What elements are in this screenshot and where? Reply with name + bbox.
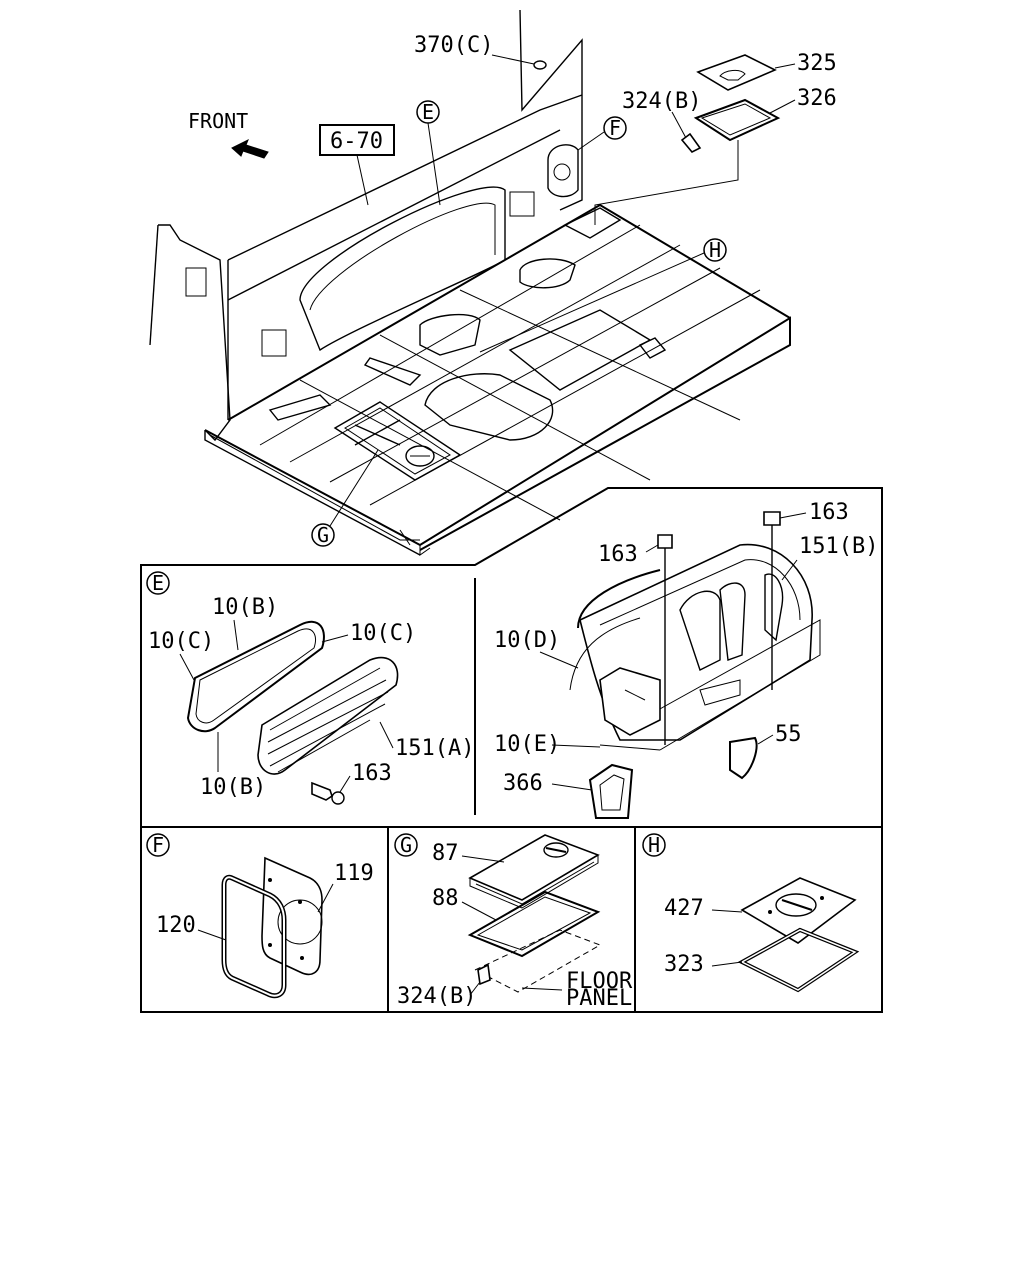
panel-g-marker bbox=[394, 833, 418, 857]
cover-325 bbox=[696, 54, 777, 91]
svg-text:163: 163 bbox=[352, 761, 392, 786]
panel-e: E 10(B) 10(C) 10(C) 151(A) 10(B) 163 bbox=[146, 571, 474, 805]
clip-324b bbox=[680, 132, 702, 153]
callout-326: 326 bbox=[594, 86, 837, 225]
marker-h-main: H bbox=[479, 238, 727, 353]
svg-text:163: 163 bbox=[598, 542, 638, 567]
svg-text:H: H bbox=[648, 833, 660, 857]
plate-119 bbox=[261, 856, 323, 976]
svg-text:PANEL: PANEL bbox=[566, 986, 632, 1011]
clip-324b-g bbox=[477, 963, 491, 986]
gasket-326 bbox=[693, 98, 781, 142]
svg-text:10(B): 10(B) bbox=[200, 775, 266, 800]
panel-h-marker bbox=[642, 833, 666, 857]
svg-text:10(D): 10(D) bbox=[494, 628, 560, 653]
plug-370c bbox=[533, 60, 547, 70]
floor-panel-outline bbox=[473, 929, 602, 993]
plate-427 bbox=[740, 877, 857, 944]
reference-box-6-70: 6-70 bbox=[319, 124, 395, 206]
front-label: FRONT bbox=[188, 109, 248, 133]
svg-text:88: 88 bbox=[432, 886, 459, 911]
svg-text:151(A): 151(A) bbox=[395, 736, 474, 761]
panel-right: 163 163 151(B) 10(D) 55 10(E) 366 bbox=[494, 500, 878, 819]
svg-text:FLOOR: FLOOR bbox=[566, 969, 633, 994]
label-325: 325 bbox=[797, 51, 837, 76]
front-arrow-icon bbox=[231, 138, 269, 159]
svg-text:119: 119 bbox=[334, 861, 374, 886]
clip-55 bbox=[729, 736, 758, 780]
svg-text:10(B): 10(B) bbox=[212, 595, 278, 620]
floor-assembly-illustration bbox=[149, 9, 791, 556]
svg-text:G: G bbox=[317, 523, 329, 547]
gasket-88 bbox=[467, 890, 601, 958]
svg-text:427: 427 bbox=[664, 896, 704, 921]
ref-box-label: 6-70 bbox=[330, 129, 383, 154]
svg-text:10(E): 10(E) bbox=[494, 732, 560, 757]
svg-text:163: 163 bbox=[809, 500, 849, 525]
panel-e-marker bbox=[146, 571, 170, 595]
svg-text:323: 323 bbox=[664, 952, 704, 977]
detail-frames bbox=[140, 487, 883, 1013]
label-326: 326 bbox=[797, 86, 837, 111]
svg-text:151(B): 151(B) bbox=[799, 534, 878, 559]
svg-text:10(C): 10(C) bbox=[350, 621, 416, 646]
panel-g: G 87 88 324(B) FLOOR PANEL bbox=[394, 833, 633, 1011]
svg-text:324(B): 324(B) bbox=[397, 984, 476, 1009]
callout-325: 325 bbox=[696, 51, 837, 91]
svg-text:E: E bbox=[152, 571, 164, 595]
panel-h: H 427 323 bbox=[642, 833, 860, 993]
svg-text:G: G bbox=[400, 833, 412, 857]
marker-g-main: G bbox=[311, 449, 379, 547]
svg-text:F: F bbox=[609, 116, 621, 140]
panel-f: F 119 120 bbox=[146, 833, 374, 999]
bolt-163-e bbox=[311, 781, 333, 801]
panel-f-marker bbox=[146, 833, 170, 857]
marker-f-main: F bbox=[577, 116, 627, 151]
front-indicator: FRONT bbox=[188, 109, 269, 159]
svg-text:366: 366 bbox=[503, 771, 543, 796]
grille-151a bbox=[257, 656, 399, 775]
pad-366 bbox=[588, 763, 634, 819]
label-324b: 324(B) bbox=[622, 89, 701, 114]
gasket-10 bbox=[186, 620, 325, 733]
svg-text:H: H bbox=[709, 238, 721, 262]
svg-text:10(C): 10(C) bbox=[148, 629, 214, 654]
svg-text:87: 87 bbox=[432, 841, 459, 866]
callout-324b: 324(B) bbox=[622, 89, 702, 153]
svg-text:E: E bbox=[422, 100, 434, 124]
svg-text:F: F bbox=[152, 833, 164, 857]
label-370c: 370(C) bbox=[414, 33, 493, 58]
callout-370c: 370(C) bbox=[414, 33, 547, 70]
seal-10d bbox=[577, 569, 661, 629]
svg-text:55: 55 bbox=[775, 722, 802, 747]
svg-text:120: 120 bbox=[156, 913, 196, 938]
marker-e-main: E bbox=[416, 100, 441, 206]
